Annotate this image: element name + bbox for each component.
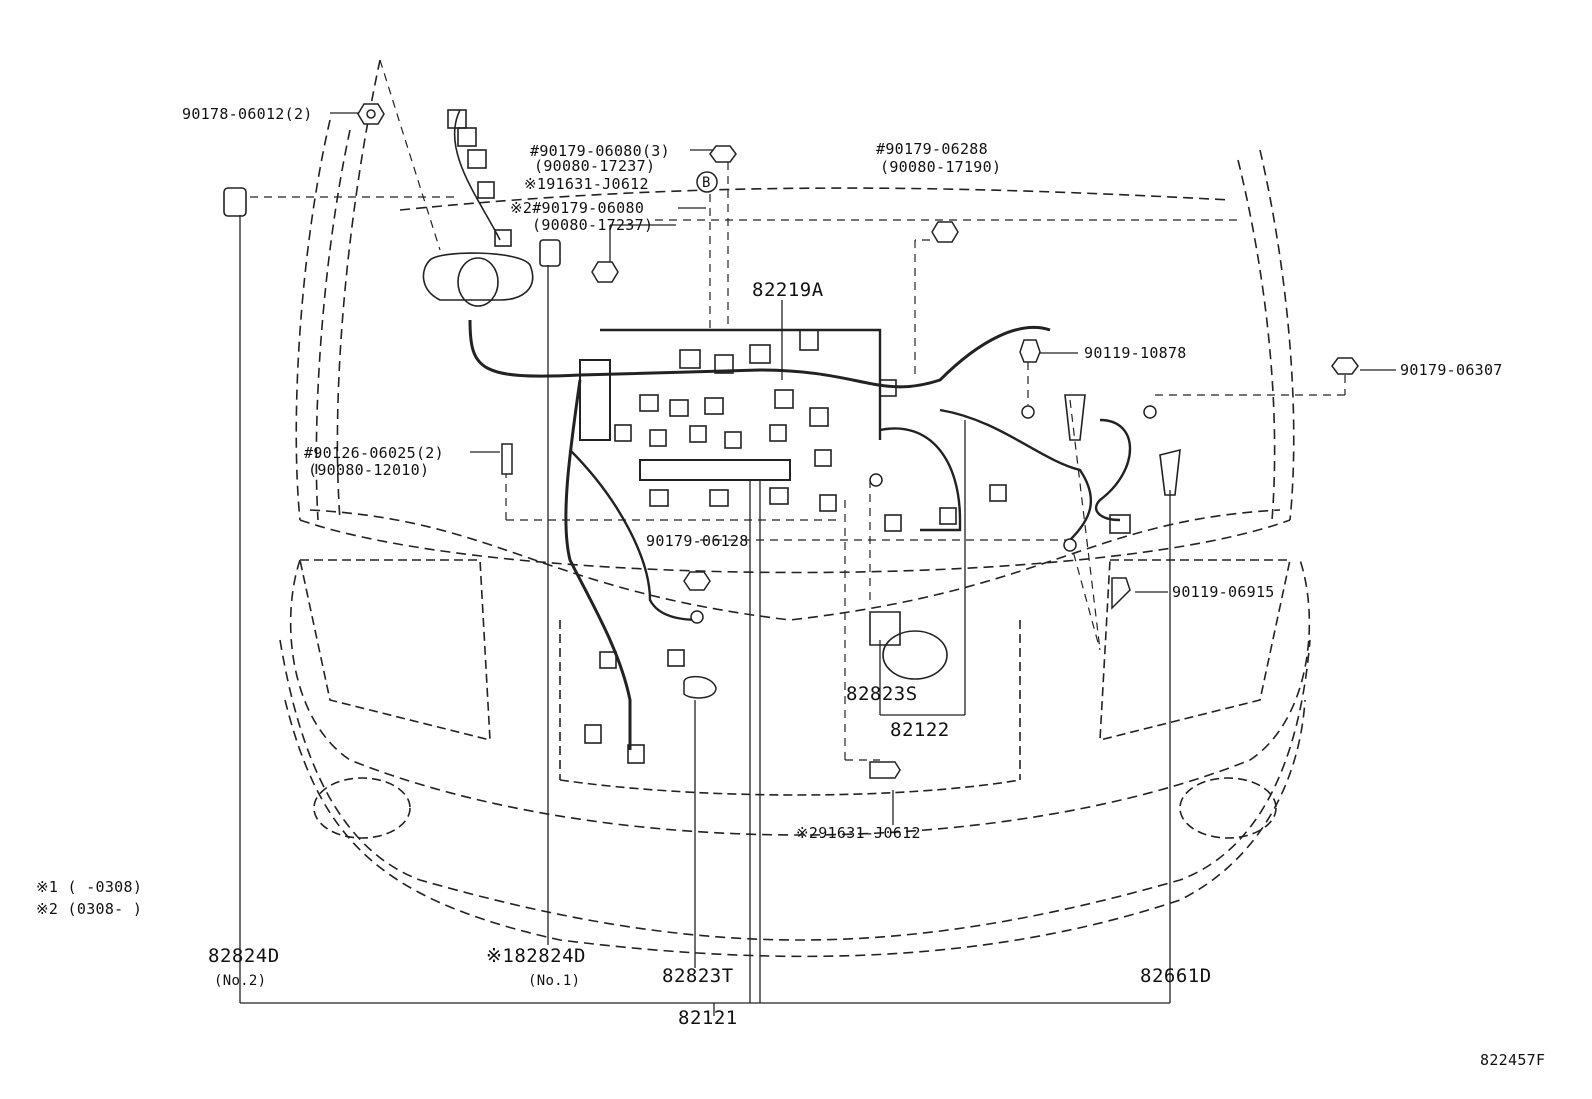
label-82219a: 82219A <box>752 279 824 301</box>
label-no1: (No.1) <box>528 973 581 989</box>
label-90126-06025: #90126-06025(2) <box>304 444 444 462</box>
headlamp-left <box>299 559 491 742</box>
label-90119-10878: 90119-10878 <box>1084 344 1187 362</box>
label-82823s: 82823S <box>846 683 918 705</box>
horn <box>882 630 948 680</box>
label-90179-06307: 90179-06307 <box>1400 361 1503 379</box>
diagram-code: 822457F <box>1480 1051 1546 1069</box>
windshield-line <box>399 187 1231 211</box>
label-82121: 82121 <box>678 1007 738 1029</box>
label-90179-06288: #90179-06288 <box>876 140 988 158</box>
label-90179-06080-3: #90179-06080(3) <box>530 142 670 160</box>
label-91631-j0612-2: ※291631-J0612 <box>796 824 921 842</box>
label-b: B <box>702 175 711 191</box>
b-marker <box>696 171 718 193</box>
label-91631-j0612-1: ※191631-J0612 <box>524 175 649 193</box>
label-90178-06012: 90178-06012(2) <box>182 105 313 123</box>
hood-outline <box>295 119 1295 521</box>
label-no2: (No.2) <box>214 973 267 989</box>
note-2: ※2 (0308- ) <box>36 900 143 918</box>
label-82823t: 82823T <box>662 965 734 987</box>
leader-lines <box>239 112 1396 1016</box>
headlamp-right <box>1099 559 1291 742</box>
label-82824d-no2: 82824D <box>208 945 280 967</box>
label-90179-06128: 90179-06128 <box>646 532 749 550</box>
label-90080-17190: (90080-17190) <box>880 158 1002 176</box>
label-82122: 82122 <box>890 719 950 741</box>
main-harness <box>468 319 1051 389</box>
label-90080-17237-b: (90080-17237) <box>532 216 654 234</box>
label-90080-17237-a: (90080-17237) <box>534 157 656 175</box>
note-1: ※1 ( -0308) <box>36 878 143 896</box>
fog-lamp-right <box>1179 777 1277 839</box>
label-90080-12010: (90080-12010) <box>308 461 430 479</box>
label-82824d-no1: ※182824D <box>486 945 586 967</box>
label-90179-06080: ※2#90179-06080 <box>510 199 645 217</box>
connector-blocks <box>223 187 1131 764</box>
fog-lamp-left <box>313 777 411 839</box>
label-90119-06915: 90119-06915 <box>1172 583 1275 601</box>
grille-outline <box>309 509 1281 621</box>
bumper-outline <box>279 639 1311 941</box>
label-82661d: 82661D <box>1140 965 1212 987</box>
